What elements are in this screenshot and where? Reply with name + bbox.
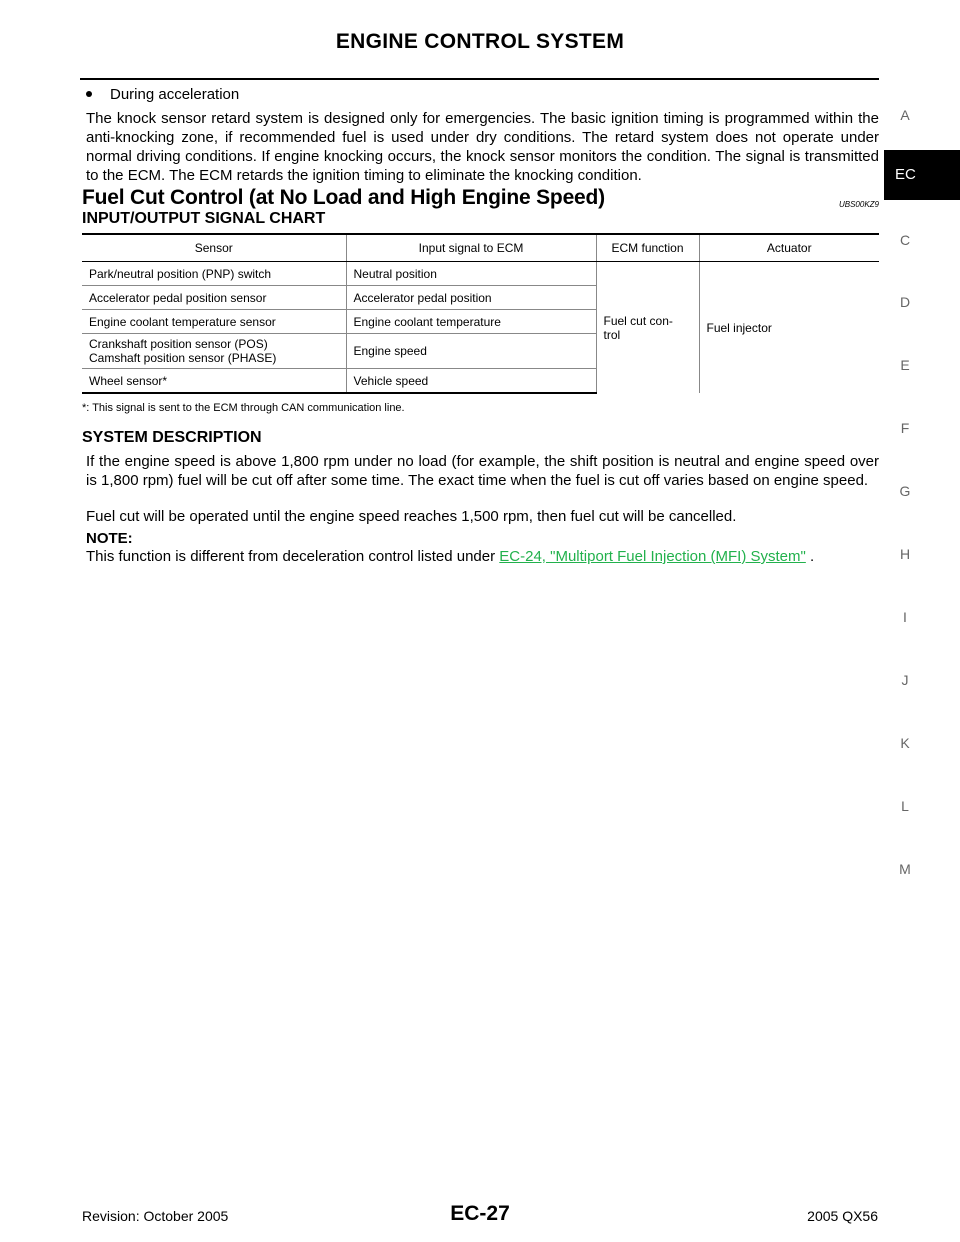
side-index-g[interactable]: G — [899, 483, 911, 499]
chart-heading: INPUT/OUTPUT SIGNAL CHART — [82, 210, 326, 227]
sensor-cell: Engine coolant temperature sensor — [82, 309, 346, 334]
table-row: Engine coolant temperature sensor Engine… — [82, 309, 879, 334]
column-header-ecm-function: ECM function — [595, 233, 699, 262]
side-index-k[interactable]: K — [900, 735, 910, 751]
footer-page-number: EC-27 — [450, 1202, 510, 1225]
bullet-text: During acceleration — [110, 86, 240, 103]
cross-reference-link[interactable]: EC-24, "Multiport Fuel Injection (MFI) S… — [499, 548, 806, 565]
side-index-h[interactable]: H — [899, 546, 911, 562]
section-code: UBS00KZ9 — [838, 200, 879, 209]
actuator-cell: Fuel injector — [698, 261, 879, 393]
system-paragraph-1: If the engine speed is above 1,800 rpm u… — [86, 453, 879, 489]
side-index-d[interactable]: D — [899, 294, 911, 310]
note-end: . — [805, 548, 815, 565]
side-index-ec-active[interactable]: EC — [884, 150, 960, 200]
note-text: This function is different from decelera… — [86, 548, 814, 565]
signal-cell: Engine coolant temperature — [345, 309, 596, 334]
table-footnote: *: This signal is sent to the ECM throug… — [82, 402, 405, 414]
table-row: Park/neutral position (PNP) switch Neutr… — [82, 261, 879, 393]
signal-cell: Accelerator pedal position — [345, 285, 596, 310]
side-index-c[interactable]: C — [899, 232, 911, 248]
intro-paragraph: The knock sensor retard system is design… — [86, 110, 879, 184]
side-index-a[interactable]: A — [900, 107, 910, 123]
side-index-f[interactable]: F — [900, 420, 910, 436]
signal-cell: Vehicle speed — [345, 368, 596, 394]
side-index-m[interactable]: M — [899, 861, 911, 877]
signal-chart-table: Sensor Input signal to ECM ECM function … — [82, 233, 879, 394]
column-header-actuator: Actuator — [698, 233, 879, 262]
signal-cell: Neutral position — [345, 261, 596, 286]
sensor-line1: Crankshaft position sensor (POS) — [89, 337, 268, 351]
ecm-function-line1: Fuel cut con- — [603, 313, 673, 328]
side-index-j[interactable]: J — [901, 672, 909, 688]
ecm-function-line2: trol — [603, 327, 621, 342]
section-heading: Fuel Cut Control (at No Load and High En… — [82, 186, 605, 209]
note-label: NOTE: — [86, 530, 133, 547]
footer-revision: Revision: October 2005 — [82, 1208, 229, 1224]
sensor-cell: Accelerator pedal position sensor — [82, 285, 346, 310]
header-rule — [80, 78, 879, 80]
ecm-function-cell: Fuel cut con- trol — [595, 261, 699, 393]
signal-cell: Engine speed — [345, 333, 596, 369]
column-header-sensor: Sensor — [82, 233, 346, 262]
system-paragraph-2: Fuel cut will be operated until the engi… — [86, 508, 737, 525]
sensor-cell: Crankshaft position sensor (POS) Camshaf… — [82, 333, 346, 369]
side-index-i[interactable]: I — [903, 609, 907, 625]
note-body: This function is different from decelera… — [86, 548, 500, 565]
sensor-cell: Wheel sensor* — [82, 368, 346, 394]
sensor-cell: Park/neutral position (PNP) switch — [82, 261, 346, 286]
footer-model: 2005 QX56 — [807, 1208, 878, 1224]
side-index-l[interactable]: L — [901, 798, 909, 814]
page-title: ENGINE CONTROL SYSTEM — [335, 30, 625, 53]
table-row: Crankshaft position sensor (POS) Camshaf… — [82, 333, 879, 369]
sensor-line2: Camshaft position sensor (PHASE) — [89, 351, 277, 365]
table-header-row: Sensor Input signal to ECM ECM function … — [82, 233, 879, 262]
table-row: Wheel sensor* Vehicle speed — [82, 368, 879, 394]
side-index-e[interactable]: E — [900, 357, 910, 373]
table-row: Accelerator pedal position sensor Accele… — [82, 285, 879, 310]
bullet-item: During acceleration — [86, 86, 239, 103]
bullet-icon — [86, 91, 92, 98]
column-header-input-signal: Input signal to ECM — [345, 233, 596, 262]
system-description-heading: SYSTEM DESCRIPTION — [82, 429, 262, 446]
